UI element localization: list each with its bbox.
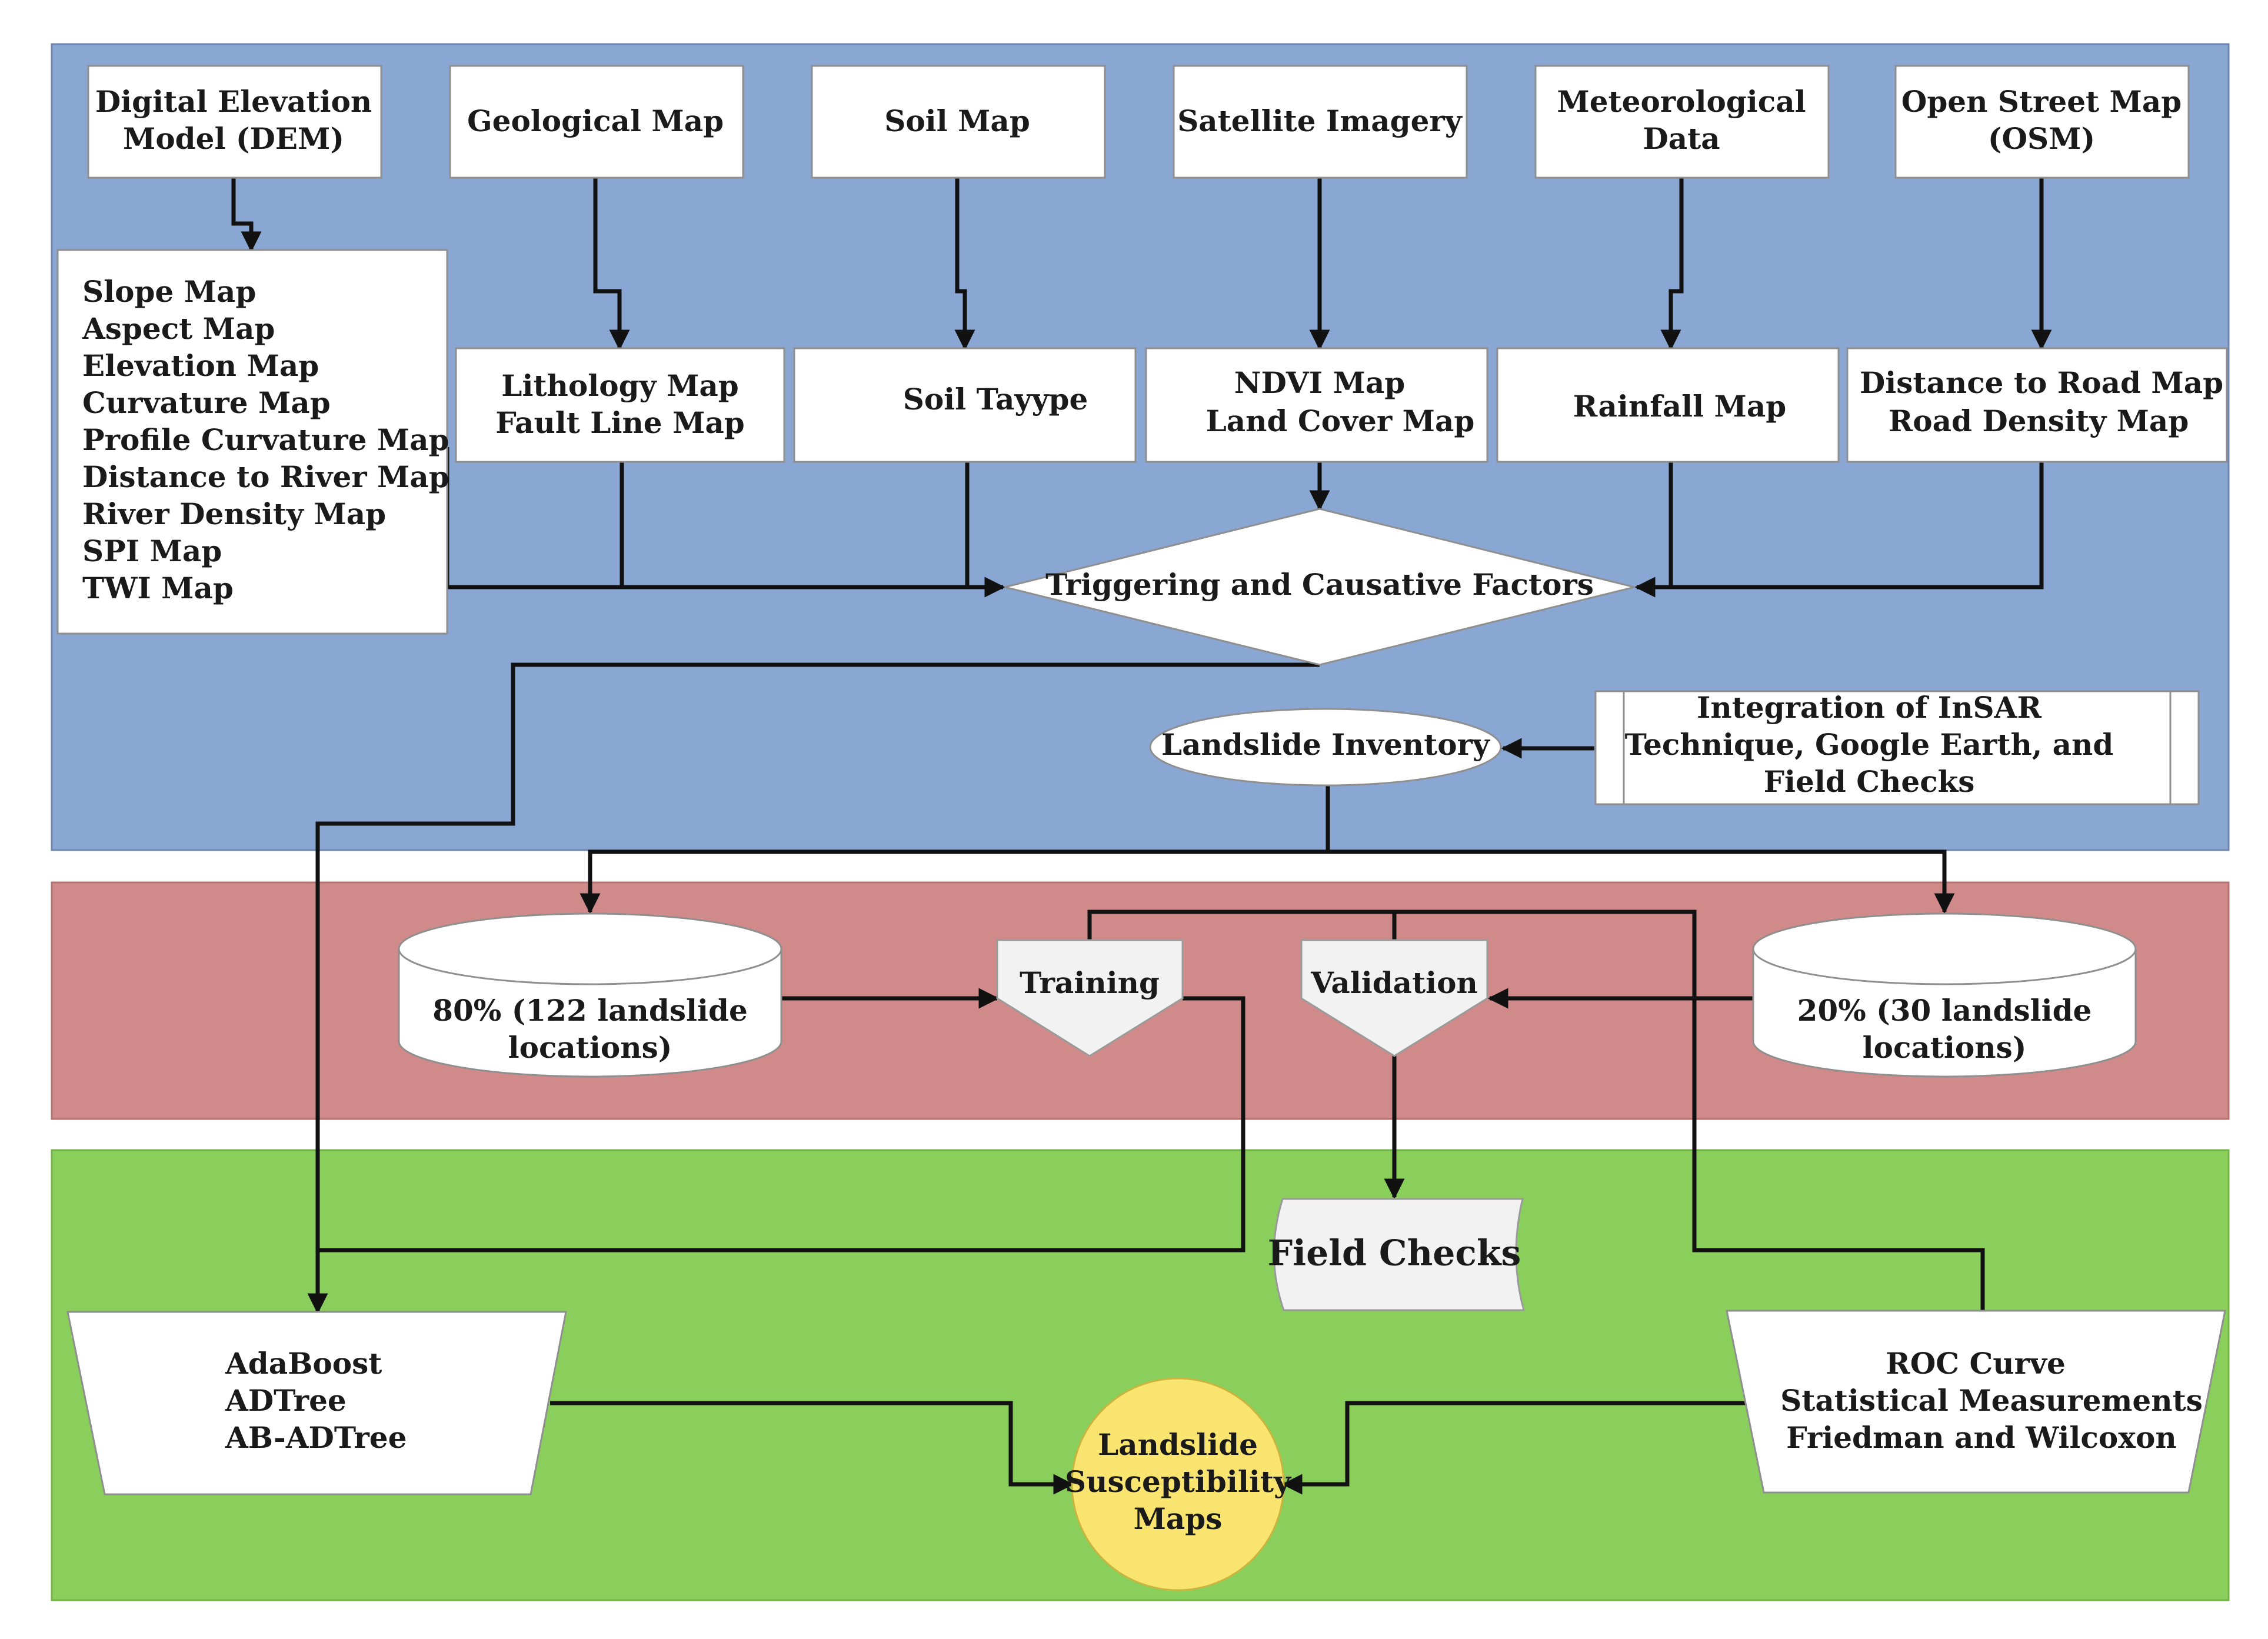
integration-line-3: Field Checks bbox=[1764, 764, 1975, 799]
validation-data-cylinder: 20% (30 landslide locations) bbox=[1752, 912, 2137, 1078]
result-circle: Landslide Susceptibility Maps bbox=[1065, 1377, 1292, 1591]
source-dem: Digital Elevation Model (DEM) bbox=[87, 65, 382, 179]
evaluation-item: Statistical Measurements bbox=[1780, 1383, 2203, 1418]
road-map-item: Road Density Map bbox=[1889, 404, 2189, 438]
training-offpage-shape: Training bbox=[996, 939, 1184, 1057]
source-dem-line-1: Digital Elevation bbox=[95, 84, 372, 119]
connector-models-to-result bbox=[550, 1401, 1074, 1495]
result-line-3: Maps bbox=[1134, 1501, 1223, 1536]
dem-derived-maps: Slope Map Aspect Map Elevation Map Curva… bbox=[56, 249, 449, 635]
satellite-map-item: NDVI Map bbox=[1234, 365, 1405, 400]
dem-map-item: Slope Map bbox=[82, 274, 256, 309]
dem-map-item: Aspect Map bbox=[82, 311, 275, 346]
connector-geological-to-lithology bbox=[593, 178, 630, 351]
source-satellite: Satellite Imagery bbox=[1173, 65, 1468, 179]
source-meteorological-line-2: Data bbox=[1643, 121, 1720, 156]
evaluation-item: ROC Curve bbox=[1886, 1346, 2066, 1381]
satellite-derived-maps: NDVI Map Land Cover Map bbox=[1145, 347, 1488, 463]
soil-type-map: Soil Tayype bbox=[793, 347, 1137, 463]
road-map-item: Distance to Road Map bbox=[1860, 365, 2223, 400]
models-trapezoid: AdaBoost ADTree AB-ADTree bbox=[66, 1311, 567, 1495]
geology-map-item: Lithology Map bbox=[501, 368, 738, 403]
integration-line-1: Integration of InSAR bbox=[1697, 690, 2041, 725]
road-derived-maps: Distance to Road Map Road Density Map bbox=[1846, 347, 2228, 463]
inventory-label: Landslide Inventory bbox=[1161, 727, 1491, 762]
soil-type-label: Soil Tayype bbox=[903, 382, 1088, 417]
training-data-line-2: locations) bbox=[508, 1030, 672, 1065]
geology-map-item: Fault Line Map bbox=[495, 405, 744, 440]
training-data-cylinder: 80% (122 landslide locations) bbox=[398, 912, 782, 1078]
connector-training-to-models bbox=[318, 996, 1245, 1252]
connector-soil-to-soiltype bbox=[954, 178, 975, 351]
model-item: ADTree bbox=[225, 1383, 347, 1418]
training-data-line-1: 80% (122 landslide bbox=[432, 993, 748, 1028]
geology-derived-maps: Lithology Map Fault Line Map bbox=[455, 347, 785, 463]
source-geological: Geological Map bbox=[449, 65, 744, 179]
source-satellite-label: Satellite Imagery bbox=[1177, 104, 1463, 138]
field-checks-label: Field Checks bbox=[1268, 1233, 1521, 1274]
dem-map-item: Profile Curvature Map bbox=[82, 422, 449, 457]
field-checks-shape: Field Checks bbox=[1268, 1198, 1525, 1311]
source-dem-line-2: Model (DEM) bbox=[123, 121, 344, 156]
satellite-map-item: Land Cover Map bbox=[1206, 404, 1475, 438]
source-osm: Open Street Map (OSM) bbox=[1894, 65, 2190, 179]
source-soil: Soil Map bbox=[811, 65, 1106, 179]
result-line-1: Landslide bbox=[1098, 1427, 1258, 1462]
dem-map-item: Elevation Map bbox=[82, 348, 319, 383]
integration-process-box: Integration of InSAR Technique, Google E… bbox=[1594, 690, 2200, 805]
evaluation-trapezoid: ROC Curve Statistical Measurements Fried… bbox=[1726, 1310, 2226, 1494]
result-line-2: Susceptibility bbox=[1065, 1464, 1292, 1499]
connector-meteorological-to-rainfall bbox=[1660, 178, 1684, 351]
validation-data-line-2: locations) bbox=[1863, 1030, 2027, 1065]
connector-inventory-to-20 bbox=[1328, 850, 1955, 914]
source-osm-line-2: (OSM) bbox=[1988, 121, 2095, 156]
inventory-ellipse: Landslide Inventory bbox=[1149, 708, 1502, 787]
validation-data-line-1: 20% (30 landslide bbox=[1797, 993, 2092, 1028]
dem-map-item: Curvature Map bbox=[82, 385, 331, 420]
source-meteorological: Meteorological Data bbox=[1534, 65, 1830, 179]
model-item: AB-ADTree bbox=[225, 1420, 407, 1455]
connector-evaluation-to-result bbox=[1281, 1401, 1750, 1495]
source-soil-label: Soil Map bbox=[884, 104, 1030, 138]
connector-factors-to-models bbox=[307, 662, 1320, 1314]
connector-road-to-factors bbox=[1634, 462, 2044, 598]
training-label: Training bbox=[1020, 965, 1160, 1000]
integration-line-2: Technique, Google Earth, and bbox=[1625, 727, 2114, 762]
dem-map-item: TWI Map bbox=[82, 571, 234, 605]
connectors bbox=[231, 178, 2052, 1495]
rainfall-label: Rainfall Map bbox=[1573, 389, 1786, 424]
rainfall-map: Rainfall Map bbox=[1496, 347, 1840, 463]
evaluation-item: Friedman and Wilcoxon bbox=[1786, 1420, 2176, 1455]
dem-map-item: Distance to River Map bbox=[82, 459, 449, 494]
dem-map-item: River Density Map bbox=[82, 497, 386, 531]
connector-dem-to-maps bbox=[231, 178, 262, 252]
source-osm-line-1: Open Street Map bbox=[1901, 84, 2182, 119]
source-geological-label: Geological Map bbox=[467, 104, 724, 138]
dem-map-item: SPI Map bbox=[82, 534, 222, 568]
factors-label: Triggering and Causative Factors bbox=[1045, 567, 1594, 602]
validation-label: Validation bbox=[1310, 965, 1478, 1000]
model-item: AdaBoost bbox=[225, 1346, 382, 1381]
factors-diamond: Triggering and Causative Factors bbox=[1004, 508, 1635, 666]
connector-training-validation-bus bbox=[1087, 910, 1985, 1311]
validation-offpage-shape: Validation bbox=[1300, 939, 1488, 1057]
source-meteorological-line-1: Meteorological bbox=[1557, 84, 1806, 119]
